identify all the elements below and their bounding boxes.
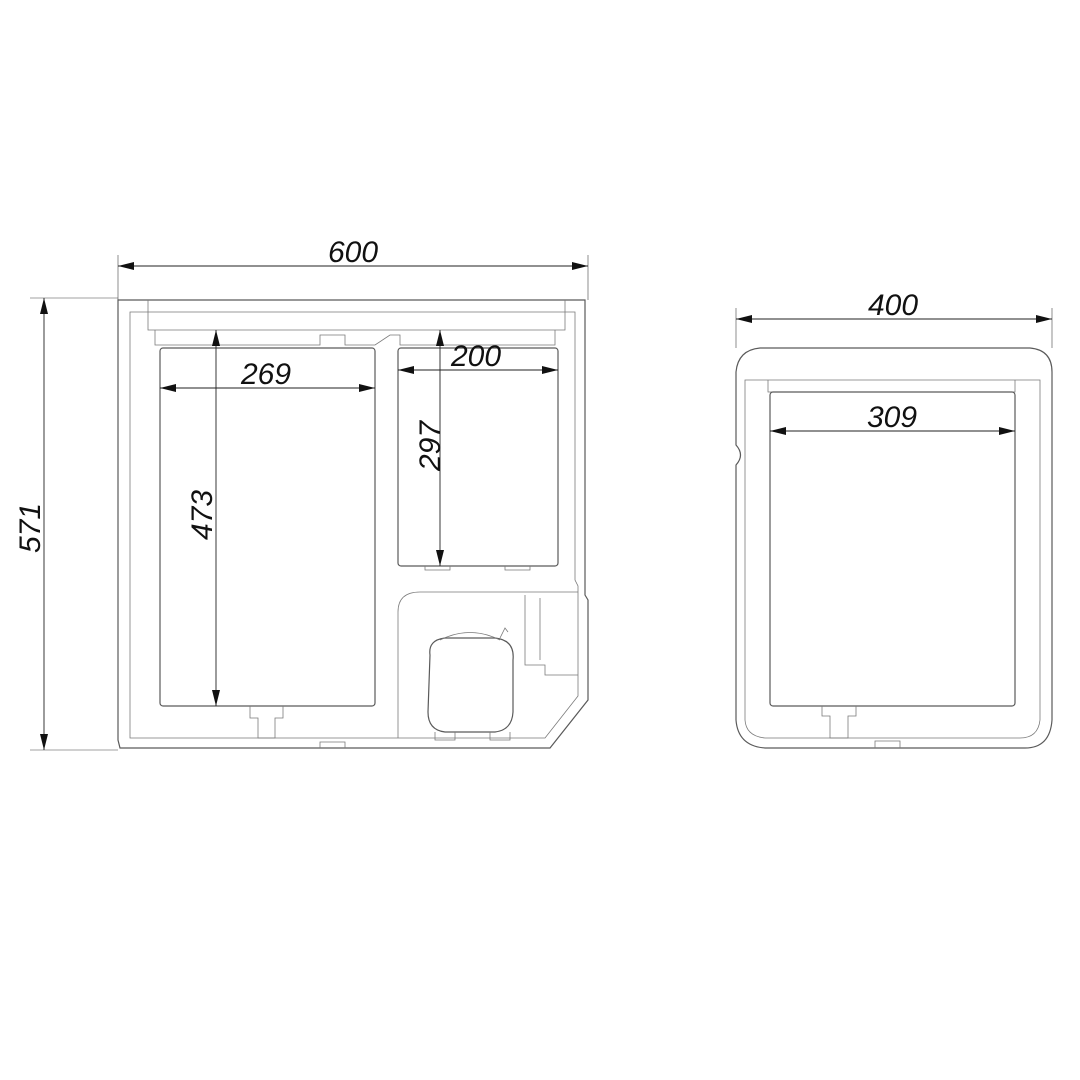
dim-309-label: 309 (867, 401, 917, 434)
dim-309-arrow-right (999, 427, 1015, 435)
side-view-outer-body (117, 299, 589, 749)
front-view-outer-body (735, 347, 1053, 749)
dim-297-arrow-top (436, 330, 444, 346)
front-view-drain (821, 706, 857, 739)
dim-200-arrow-left (398, 366, 414, 374)
dim-473-arrow-bottom (212, 690, 220, 706)
front-view-inner-wall (744, 379, 1041, 739)
side-view-lid-detail (154, 330, 556, 346)
compressor-feet (434, 732, 511, 741)
right-compartment-bottom-detail (424, 566, 531, 571)
left-compartment (159, 347, 376, 707)
dim-600-label: 600 (328, 236, 378, 269)
front-view-lid-rim (767, 380, 1016, 393)
compressor-bay (397, 591, 578, 738)
dim-600-arrow-left (118, 262, 134, 270)
front-view: 400 309 (735, 289, 1053, 749)
dim-600-arrow-right (572, 262, 588, 270)
dim-473-arrow-top (212, 330, 220, 346)
dim-473-label: 473 (186, 490, 219, 540)
front-compartment (769, 391, 1016, 707)
dim-571-arrow-top (40, 298, 48, 314)
dim-400-arrow-left (736, 315, 752, 323)
dim-269-arrow-right (359, 384, 375, 392)
front-view-foot (874, 740, 901, 748)
compressor-bay-vent (524, 595, 578, 676)
side-view-foot (319, 741, 346, 748)
dim-200-arrow-right (542, 366, 558, 374)
side-view: 600 571 269 473 200 297 (14, 236, 589, 751)
dim-269-label: 269 (240, 358, 291, 391)
dim-400-label: 400 (868, 289, 918, 322)
dim-297-label: 297 (414, 420, 447, 472)
dim-400-arrow-right (1036, 315, 1052, 323)
side-view-lid-rim (147, 300, 566, 331)
dim-297-arrow-bottom (436, 550, 444, 566)
dim-269-arrow-left (160, 384, 176, 392)
dim-200-label: 200 (450, 340, 501, 373)
compressor-top (439, 627, 509, 641)
dim-309-arrow-left (770, 427, 786, 435)
compressor (427, 637, 514, 733)
right-compartment (397, 347, 559, 567)
dim-571-arrow-bottom (40, 734, 48, 750)
side-view-inner-wall (129, 311, 579, 739)
left-compartment-drain (249, 706, 284, 739)
dim-571-label: 571 (14, 503, 47, 553)
